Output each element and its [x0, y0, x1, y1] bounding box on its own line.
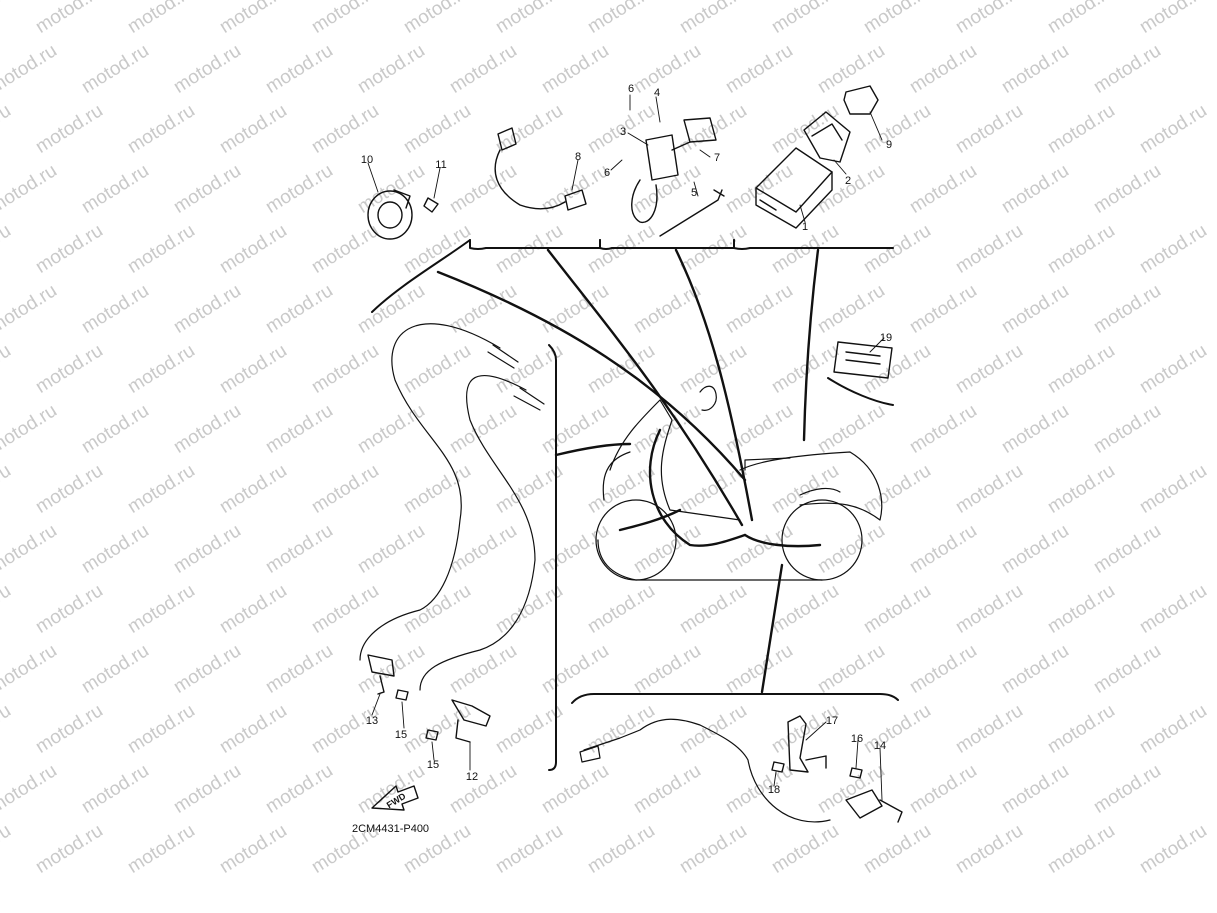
wire-harness — [618, 428, 822, 548]
spark-plug-wire — [659, 189, 725, 237]
callout-8: 8 — [575, 151, 581, 163]
rear-wheel-sensor — [451, 699, 491, 743]
callout-labels: 1 2 3 4 5 6 6 7 8 9 10 11 12 13 14 15 15… — [361, 83, 892, 796]
temperature-sensor — [494, 127, 587, 211]
callout-7: 7 — [714, 152, 720, 164]
right-panel — [827, 377, 894, 406]
callout-6-top: 6 — [628, 83, 634, 95]
callout-2: 2 — [845, 175, 851, 187]
callout-9: 9 — [886, 139, 892, 151]
callout-17: 17 — [826, 715, 838, 727]
callout-16: 16 — [851, 733, 863, 745]
callout-leaders — [367, 94, 885, 801]
sensor-bolts — [395, 689, 439, 741]
left-sensor-panel — [548, 344, 557, 771]
callout-5: 5 — [691, 187, 697, 199]
bottom-sensor-panel — [571, 693, 899, 704]
horn — [367, 189, 413, 240]
callout-15-bottom: 15 — [427, 759, 439, 771]
callout-12: 12 — [466, 771, 478, 783]
rear-brake-sensor-cable — [579, 718, 831, 823]
front-wheel-sensor — [367, 654, 395, 695]
rear-brake-sensor — [845, 789, 903, 823]
callout-18: 18 — [768, 784, 780, 796]
horn-bolt — [423, 197, 439, 213]
ecu-unit — [755, 147, 833, 229]
front-sensor-cables — [359, 323, 545, 691]
callout-3: 3 — [620, 126, 626, 138]
leader-lines — [436, 248, 820, 694]
callout-13: 13 — [366, 715, 378, 727]
callout-10: 10 — [361, 154, 373, 166]
callout-11: 11 — [435, 159, 446, 171]
callout-1: 1 — [802, 221, 808, 233]
sensor-bracket — [787, 715, 827, 773]
callout-19: 19 — [880, 332, 892, 344]
rectifier-plate — [833, 341, 893, 379]
callout-14: 14 — [874, 740, 886, 752]
bracket-bolts — [771, 761, 863, 779]
ignition-coil — [631, 117, 717, 223]
drawing-code: 2CM4431-P400 — [352, 823, 430, 835]
relay-unit — [843, 85, 879, 115]
callout-4: 4 — [654, 87, 660, 99]
ecu-cover — [803, 111, 851, 163]
callout-15-top: 15 — [395, 729, 407, 741]
top-parts-panel — [371, 239, 894, 313]
callout-6-bottom: 6 — [604, 167, 610, 179]
scooter-outline — [595, 385, 883, 581]
fwd-arrow-icon — [371, 785, 419, 811]
